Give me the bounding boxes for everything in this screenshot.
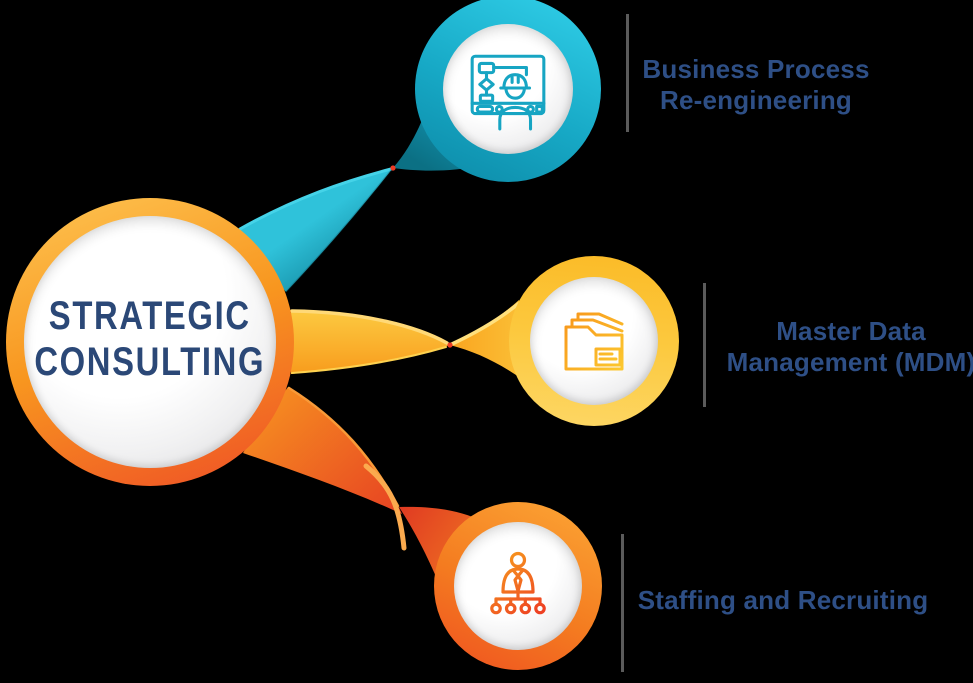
label-staffing: Staffing and Recruiting <box>630 555 936 645</box>
node-master-data <box>509 256 679 426</box>
hub-title-line: CONSULTING <box>34 340 266 384</box>
label-master-data: Master Data Management (MDM) <box>712 305 973 389</box>
hub-inner-circle: STRATEGIC CONSULTING <box>24 216 276 468</box>
divider-staffing <box>621 534 624 672</box>
divider-business-process <box>626 14 629 132</box>
node-staffing <box>434 502 602 670</box>
connector-master-data <box>290 300 523 380</box>
hub-circle: STRATEGIC CONSULTING <box>6 198 294 486</box>
hub-title: STRATEGIC CONSULTING <box>9 293 290 385</box>
label-business-process: Business Process Re-engineering <box>617 40 895 130</box>
hub-title-line: STRATEGIC <box>49 294 251 338</box>
folder-documents-icon <box>564 312 624 371</box>
node-business-process-face <box>443 24 573 154</box>
twist-dot <box>447 342 453 348</box>
node-master-data-face <box>530 277 658 405</box>
connector-staffing <box>243 386 478 579</box>
org-chart-person-icon <box>490 551 546 615</box>
label-line: Re-engineering <box>659 85 853 115</box>
label-line: Staffing and Recruiting <box>637 584 929 615</box>
label-line: Business Process <box>642 54 870 84</box>
twist-dot <box>390 165 396 171</box>
label-line: Master Data <box>776 316 926 346</box>
node-business-process <box>415 0 601 182</box>
divider-master-data <box>703 283 706 407</box>
label-line: Management (MDM) <box>726 347 973 377</box>
node-staffing-face <box>454 522 582 650</box>
engineer-flowchart-icon <box>470 54 546 131</box>
